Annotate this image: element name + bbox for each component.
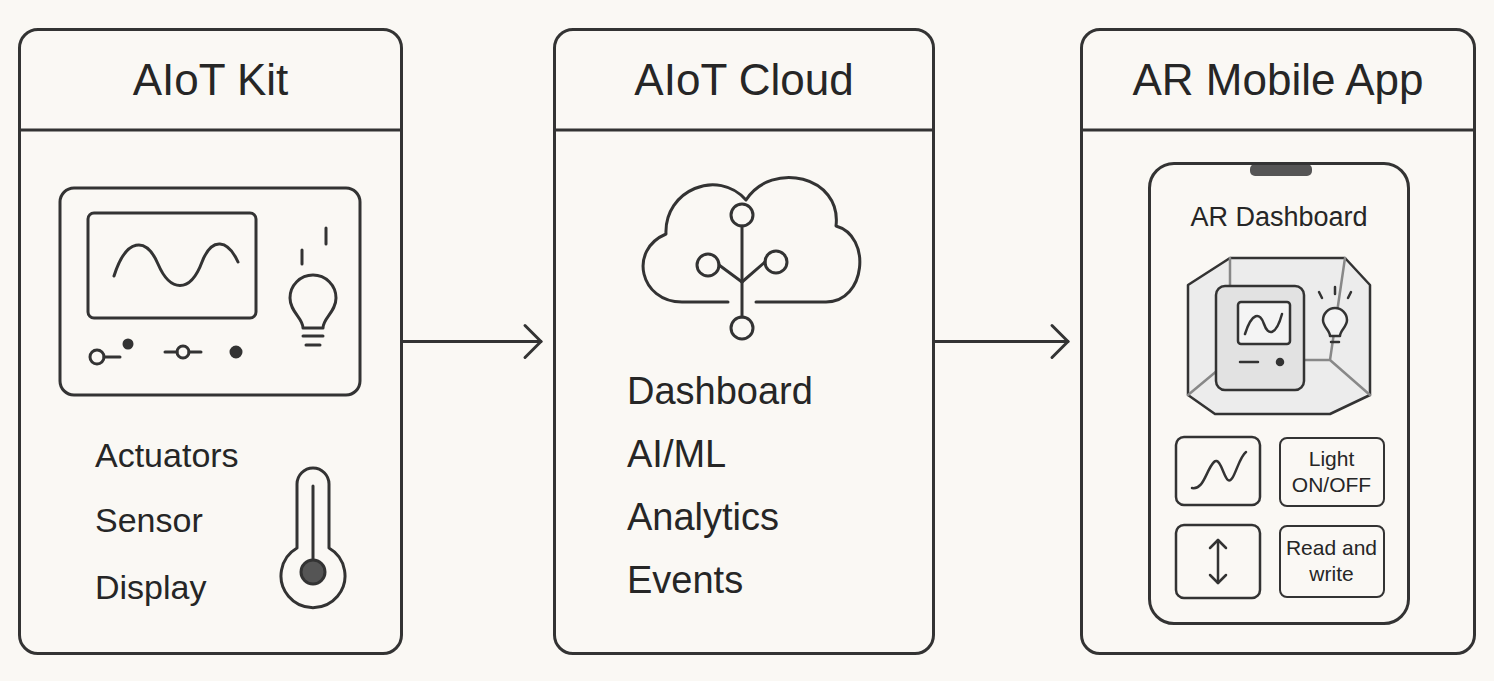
control-button: Light ON/OFF bbox=[1279, 437, 1385, 507]
cloud-network-icon bbox=[643, 177, 860, 339]
list-item: AI/ML bbox=[627, 432, 917, 478]
header-divider bbox=[1082, 129, 1474, 132]
control-button: Read and write bbox=[1279, 525, 1385, 598]
component-panel: AIoT KitActuatorsSensorDisplay bbox=[18, 28, 403, 655]
list-item: Events bbox=[627, 558, 917, 604]
panel-title: AR Mobile App bbox=[1080, 54, 1476, 107]
scroll-button bbox=[1176, 525, 1260, 598]
component-panel: Light ON/OFF Read and write AR Dashboard AR… bbox=[1080, 28, 1476, 655]
light-bulb-icon bbox=[290, 228, 336, 345]
screen-title: AR Dashboard bbox=[1156, 201, 1402, 233]
phone-notch bbox=[1250, 164, 1312, 176]
panel-title: AIoT Cloud bbox=[553, 54, 935, 107]
thermometer-icon bbox=[281, 468, 345, 608]
chart-button bbox=[1176, 437, 1260, 505]
panel-title: AIoT Kit bbox=[18, 54, 403, 107]
list-item: Actuators bbox=[95, 435, 265, 476]
ar-scene-icon bbox=[1188, 258, 1370, 414]
button-label: Read and write bbox=[1283, 535, 1381, 585]
list-item: Analytics bbox=[627, 495, 917, 541]
list-item: Display bbox=[95, 567, 265, 608]
button-label: Light ON/OFF bbox=[1283, 446, 1381, 496]
flow-arrow bbox=[935, 326, 1068, 358]
kit-device-icon bbox=[60, 188, 360, 395]
list-item: Dashboard bbox=[627, 369, 917, 415]
list-item: Sensor bbox=[95, 500, 265, 541]
flow-arrow bbox=[403, 326, 541, 358]
header-divider bbox=[20, 129, 401, 132]
component-panel: AIoT CloudDashboardAI/ML AnalyticsEvents bbox=[553, 28, 935, 655]
header-divider bbox=[555, 129, 933, 132]
phone-frame: Light ON/OFF Read and write AR Dashboard bbox=[1148, 162, 1410, 625]
